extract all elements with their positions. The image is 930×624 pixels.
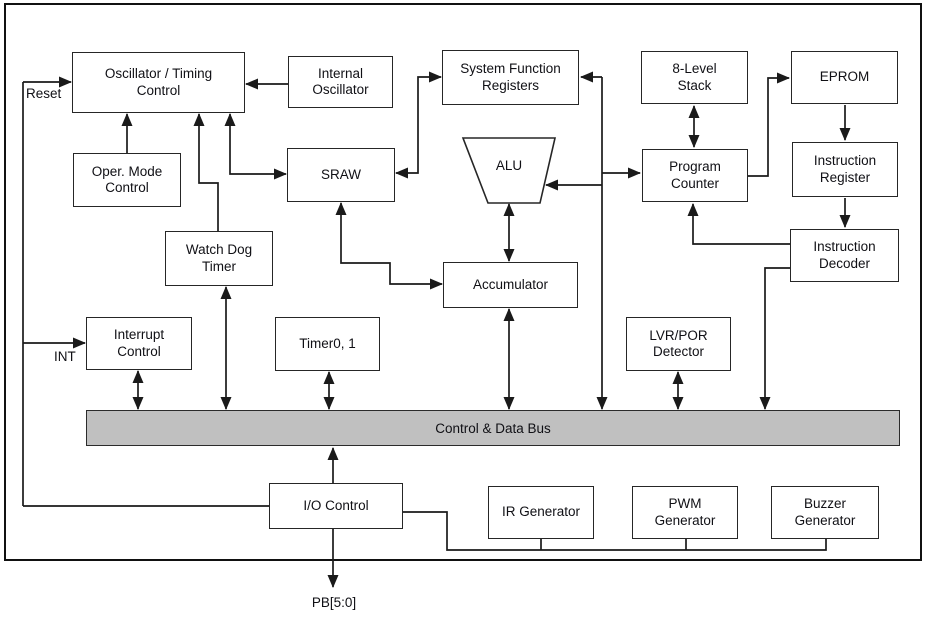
block-label: Generator xyxy=(794,512,856,528)
control-data-bus-label: Control & Data Bus xyxy=(435,420,551,436)
block-watch-dog-timer: Watch Dog Timer xyxy=(165,231,273,286)
block-ir-generator: IR Generator xyxy=(488,486,594,539)
block-label: Counter xyxy=(670,175,720,191)
block-label: Oscillator / Timing xyxy=(104,66,213,82)
block-interrupt-control: Interrupt Control xyxy=(86,317,192,370)
block-label: Instruction xyxy=(813,153,877,169)
int-pin-label: INT xyxy=(54,349,76,364)
block-label: Control xyxy=(117,343,161,359)
chip-boundary xyxy=(4,3,922,561)
block-label: 8-Level xyxy=(672,61,717,77)
block-label: Timer0, 1 xyxy=(299,335,356,351)
block-label: Stack xyxy=(677,77,712,93)
block-instruction-register: Instruction Register xyxy=(792,142,898,197)
block-label: PWM xyxy=(668,496,702,512)
block-label: Control xyxy=(105,180,149,195)
block-label: Timer xyxy=(202,258,236,274)
block-lvr-por-detector: LVR/POR Detector xyxy=(626,317,731,371)
block-oper-mode-control: Oper. Mode Control xyxy=(73,153,181,207)
block-instruction-decoder: Instruction Decoder xyxy=(790,229,899,282)
block-label: System Function xyxy=(460,61,561,77)
block-internal-oscillator: Internal Oscillator xyxy=(288,56,393,108)
block-label: Watch Dog xyxy=(185,242,253,258)
block-label: LVR/POR xyxy=(649,327,708,343)
control-data-bus: Control & Data Bus xyxy=(86,410,900,446)
reset-pin-label: Reset xyxy=(26,86,62,101)
block-accumulator: Accumulator xyxy=(443,262,578,308)
block-8-level-stack: 8-Level Stack xyxy=(641,51,748,104)
block-label: I/O Control xyxy=(303,497,369,513)
block-label: Register xyxy=(819,169,871,185)
block-label: Oscillator xyxy=(312,82,369,97)
block-label: Control xyxy=(136,82,181,98)
block-pwm-generator: PWM Generator xyxy=(632,486,738,539)
block-label: SRAW xyxy=(321,166,361,182)
block-label: Program xyxy=(669,159,721,175)
block-program-counter: Program Counter xyxy=(642,149,748,202)
block-label: Interrupt xyxy=(113,327,165,343)
block-io-control: I/O Control xyxy=(269,483,403,529)
block-label: Oper. Mode xyxy=(91,163,163,179)
block-label: Buzzer xyxy=(803,496,847,512)
block-label: IR Generator xyxy=(501,504,581,520)
block-label: EPROM xyxy=(819,69,870,85)
block-eprom: EPROM xyxy=(791,51,898,104)
port-b-pin-label: PB[5:0] xyxy=(311,595,357,610)
block-label: Accumulator xyxy=(472,276,549,292)
block-label: Instruction xyxy=(813,239,876,255)
block-label: Detector xyxy=(652,344,705,359)
block-sraw: SRAW xyxy=(287,148,395,202)
block-label: Internal xyxy=(317,65,364,81)
block-label: Decoder xyxy=(818,255,871,271)
block-system-function-registers: System Function Registers xyxy=(442,50,579,105)
block-timer0-1: Timer0, 1 xyxy=(275,317,380,371)
alu-label: ALU xyxy=(495,158,523,173)
block-label: Registers xyxy=(481,77,540,93)
block-buzzer-generator: Buzzer Generator xyxy=(771,486,879,539)
block-label: Generator xyxy=(654,512,716,528)
block-oscillator-timing-control: Oscillator / Timing Control xyxy=(72,52,245,113)
